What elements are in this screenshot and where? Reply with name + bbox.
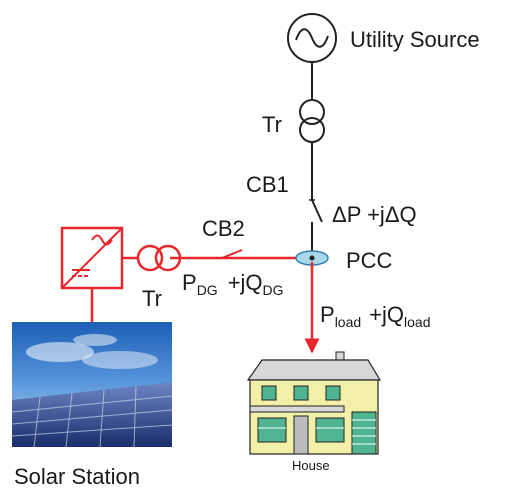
power-exchange-label: ΔP +jΔQ	[332, 202, 417, 227]
pcc-junction-dot	[309, 255, 315, 261]
solar-station-label: Solar Station	[14, 464, 140, 489]
inverter-icon	[60, 226, 124, 290]
svg-text:PDG+jQDG: PDG+jQDG	[182, 270, 284, 298]
cb1-label: CB1	[246, 172, 289, 197]
dg-transformer-label: Tr	[142, 286, 162, 311]
cb2-breaker-icon	[221, 249, 243, 259]
house-icon	[246, 351, 382, 455]
top-transformer-label: Tr	[262, 112, 282, 137]
solar-panel-image	[11, 322, 173, 448]
cb2-label: CB2	[202, 216, 245, 241]
dg-power-label: PDG+jQDG	[182, 270, 284, 298]
house-label: House	[292, 458, 330, 473]
load-power-label: Pload+jQload	[320, 302, 430, 330]
top-transformer-icon	[299, 99, 325, 143]
cb1-breaker-icon	[309, 199, 323, 223]
utility-source-icon	[287, 13, 337, 63]
pcc-label: PCC	[346, 248, 393, 273]
utility-source-label: Utility Source	[350, 27, 480, 52]
svg-text:Pload+jQload: Pload+jQload	[320, 302, 430, 330]
